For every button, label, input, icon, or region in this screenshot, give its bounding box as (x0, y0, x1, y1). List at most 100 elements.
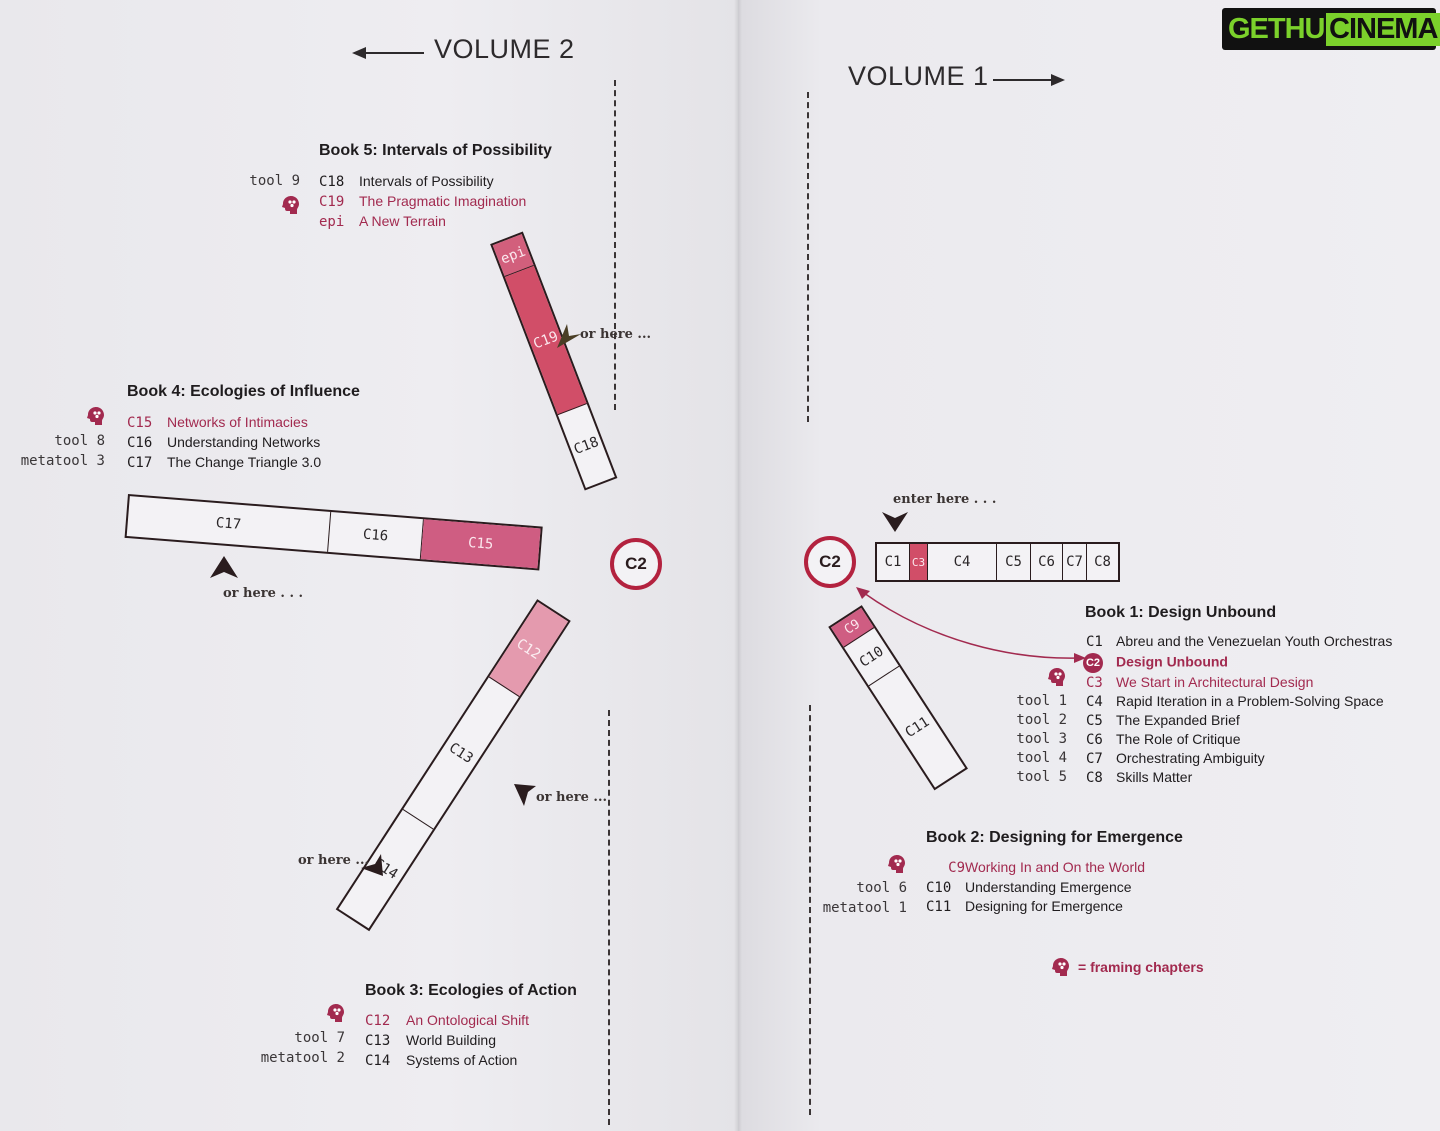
book1-tool-7: tool 5 (1016, 769, 1067, 785)
chapter-code: C6 (1086, 732, 1103, 748)
strip-segment-c8: C8 (1094, 554, 1111, 570)
book3-row-0: C12 An Ontological Shift (365, 1012, 529, 1029)
arrow-pointer-icon (210, 556, 238, 578)
strip-segment-c4: C4 (928, 544, 997, 580)
dashed-line-right-bottom (809, 705, 811, 1115)
book1-row-1: C2 Design Unbound (1083, 653, 1228, 673)
book4-row-1: C16 Understanding Networks (127, 434, 320, 451)
chapter-code: C10 (926, 880, 952, 896)
book3-row-2: C14 Systems of Action (365, 1052, 517, 1069)
enter-here-hint: enter here . . . (893, 492, 997, 507)
framing-head-icon (282, 196, 299, 214)
book1-row-7: C8 Skills Matter (1086, 769, 1192, 786)
arrow-pointer-icon (557, 324, 581, 348)
left-arrow-icon (352, 35, 424, 66)
book5-row-0: C18 Intervals of Possibility (319, 173, 494, 190)
dashed-line-right-top (807, 92, 809, 422)
legend-label: = framing chapters (1078, 959, 1204, 975)
chapter-name: The Expanded Brief (1116, 712, 1240, 728)
chapter-name: Design Unbound (1116, 653, 1228, 670)
strip-segment-c6: C6 (1031, 544, 1063, 580)
book4-tool-2: metatool 3 (20, 453, 105, 469)
book-gutter (734, 0, 742, 1131)
chapter-name: An Ontological Shift (406, 1012, 529, 1028)
chapter-name: Working In and On the World (965, 859, 1146, 875)
strip-segment-c16: C16 (328, 511, 424, 560)
framing-head-icon (327, 1004, 344, 1022)
dashed-line-left-top (614, 80, 616, 410)
watermark-part1: GETHU (1228, 13, 1325, 45)
c2-badge-left: C2 (610, 538, 662, 590)
book3-tool-1: tool 7 (294, 1030, 345, 1046)
chapter-name: Systems of Action (406, 1052, 518, 1068)
strip-segment-c15: C15 (420, 519, 541, 569)
framing-head-icon (87, 407, 104, 425)
book1-tool-6: tool 4 (1016, 750, 1067, 766)
framing-head-icon (1052, 958, 1069, 976)
chapter-code: C18 (319, 174, 345, 190)
or-here-hint-c14: or here ... (298, 853, 369, 868)
book5-row-2: epi A New Terrain (319, 213, 446, 230)
book1-title: Book 1: Design Unbound (1085, 604, 1277, 621)
book1-row-5: C6 The Role of Critique (1086, 731, 1241, 748)
chapter-name: Understanding Networks (167, 434, 321, 450)
chapter-name: The Role of Critique (1116, 731, 1241, 747)
volume-1-heading: VOLUME 1 (848, 61, 1065, 93)
book1-tool-3: tool 1 (1016, 693, 1067, 709)
chapter-code: C5 (1086, 713, 1103, 729)
volume-2-label: VOLUME 2 (434, 34, 575, 64)
chapter-code: C13 (365, 1033, 391, 1049)
chapter-name: Intervals of Possibility (359, 173, 494, 189)
chapter-code: C4 (1086, 694, 1103, 710)
book2-row-0: C9Working In and On the World (926, 859, 1145, 876)
strip-segment-c5: C5 (997, 544, 1031, 580)
chapter-code: C7 (1086, 751, 1103, 767)
framing-head-icon (888, 855, 905, 873)
volume-2-heading: VOLUME 2 (352, 34, 575, 66)
chapter-code: C14 (365, 1053, 391, 1069)
book1-strip: C1 C3 C4 C5 C6 C7 C8 (875, 542, 1120, 582)
chapter-name: Understanding Emergence (965, 879, 1132, 895)
book2-tool-1: tool 6 (856, 880, 907, 896)
chapter-name: Skills Matter (1116, 769, 1193, 785)
book2-title: Book 2: Designing for Emergence (926, 829, 1183, 846)
framing-head-icon (1048, 668, 1065, 686)
chapter-name: The Pragmatic Imagination (359, 193, 527, 209)
chapter-code: C16 (127, 435, 153, 451)
book5-title: Book 5: Intervals of Possibility (319, 142, 552, 159)
book4-tool-1: tool 8 (54, 433, 105, 449)
curved-arrow-icon (856, 587, 1086, 663)
chapter-code: C8 (1086, 770, 1103, 786)
chapter-code: C1 (1086, 634, 1103, 650)
c2-small-badge: C2 (1083, 653, 1103, 673)
book2-row-1: C10 Understanding Emergence (926, 879, 1132, 896)
c2-badge-right: C2 (804, 536, 856, 588)
book3-tool-2: metatool 2 (260, 1050, 345, 1066)
dashed-line-left-bottom (608, 710, 610, 1125)
arrow-pointer-icon (514, 784, 536, 806)
book1-tool-4: tool 2 (1016, 712, 1067, 728)
watermark-part2: CINEMA (1326, 13, 1440, 46)
chapter-name: A New Terrain (359, 213, 446, 229)
chapter-name: Designing for Emergence (965, 898, 1123, 914)
chapter-name: The Change Triangle 3.0 (167, 454, 322, 470)
book1-row-4: C5 The Expanded Brief (1086, 712, 1240, 729)
strip-segment-c7: C7 (1063, 544, 1087, 580)
chapter-code: C11 (926, 899, 952, 915)
or-here-hint-c13: or here ... (536, 790, 607, 805)
book5-tool-0: tool 9 (249, 173, 300, 189)
chapter-code: epi (319, 214, 345, 230)
chapter-code: C12 (365, 1013, 391, 1029)
book2-tool-2: metatool 1 (822, 900, 907, 916)
chapter-code: C15 (127, 415, 153, 431)
right-arrow-icon (992, 62, 1065, 93)
strip-segment-c3: C3 (910, 544, 928, 580)
volume-1-label: VOLUME 1 (848, 61, 989, 91)
